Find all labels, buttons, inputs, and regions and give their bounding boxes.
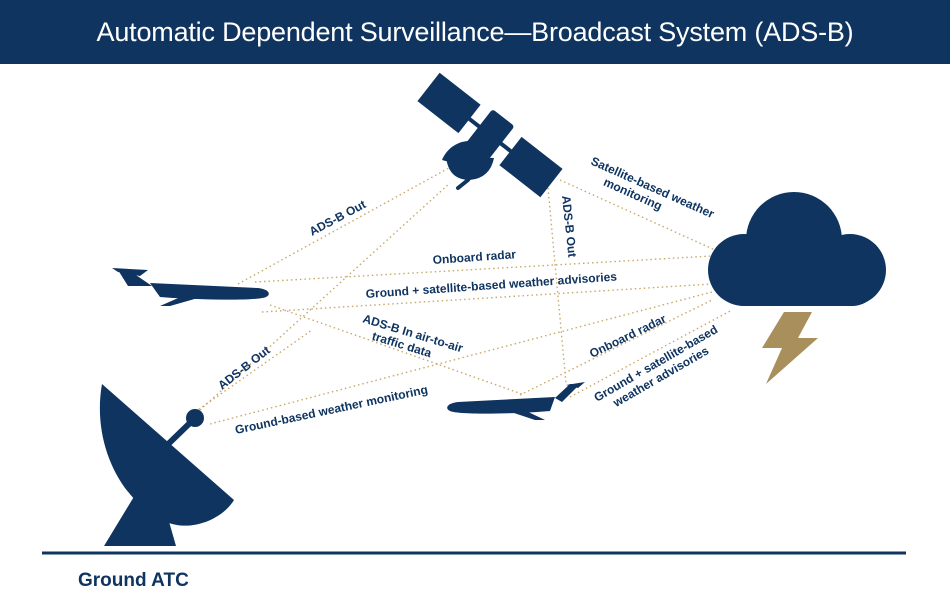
airplane-icon — [447, 382, 585, 420]
lightning-icon — [762, 312, 818, 384]
label-advisories-2-line1: Ground + satellite-based — [592, 322, 721, 404]
label-sat-weather: Satellite-based weather monitoring — [583, 154, 719, 235]
link-plane1-weather-advisories — [261, 283, 713, 313]
link-ground-plane1 — [194, 329, 313, 413]
label-onboard-radar-2: Onboard radar — [587, 311, 668, 360]
link-sat-plane1 — [237, 162, 459, 285]
link-sat-plane2 — [547, 187, 567, 384]
label-onboard-radar-1: Onboard radar — [432, 247, 516, 267]
label-sat-plane2: ADS-B Out — [559, 195, 579, 258]
radar-dish-icon — [99, 384, 234, 546]
satellite-icon — [417, 72, 563, 198]
label-sat-plane1: ADS-B Out — [307, 197, 368, 238]
link-plane2-weather-advisories — [569, 309, 733, 398]
link-sat-weather — [559, 179, 716, 251]
link-ground-weather — [209, 291, 713, 425]
label-air-to-air: ADS-B In air-to-air traffic data — [357, 311, 468, 369]
airplane-icon — [112, 268, 269, 306]
ground-atc-label: Ground ATC — [78, 570, 189, 591]
connection-lines — [194, 162, 733, 425]
page-title: Automatic Dependent Surveillance—Broadca… — [96, 16, 854, 47]
label-advisories-1: Ground + satellite-based weather advisor… — [365, 269, 617, 301]
label-ground-plane1: ADS-B Out — [215, 343, 272, 392]
cloud-icon — [708, 192, 886, 306]
header-bar: Automatic Dependent Surveillance—Broadca… — [0, 0, 950, 64]
